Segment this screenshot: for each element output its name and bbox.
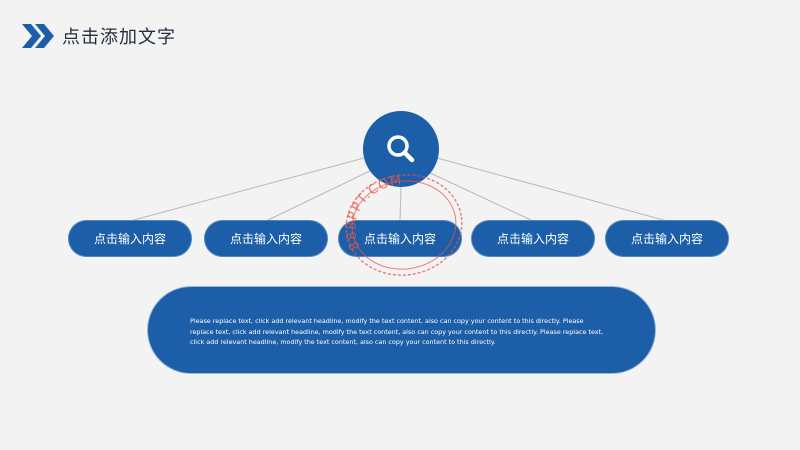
search-hub <box>363 111 439 187</box>
connector-line <box>399 186 402 222</box>
slide-title: 点击添加文字 <box>62 27 176 48</box>
content-pill-2[interactable]: 点击输入内容 <box>204 220 328 257</box>
content-pill-1[interactable]: 点击输入内容 <box>68 220 192 257</box>
slide-header: 点击添加文字 <box>22 22 176 50</box>
double-chevron-icon <box>22 24 54 48</box>
connector-line <box>129 157 365 222</box>
connector-line <box>436 157 668 222</box>
content-pill-3[interactable]: 点击输入内容 <box>338 220 462 257</box>
content-pill-5[interactable]: 点击输入内容 <box>605 220 729 257</box>
search-icon <box>387 135 415 163</box>
description-text: Please replace text, click add relevant … <box>190 317 604 346</box>
connector-line <box>265 169 373 222</box>
connector-line <box>427 171 534 222</box>
description-box[interactable]: Please replace text, click add relevant … <box>147 286 656 374</box>
content-pill-4[interactable]: 点击输入内容 <box>471 220 595 257</box>
